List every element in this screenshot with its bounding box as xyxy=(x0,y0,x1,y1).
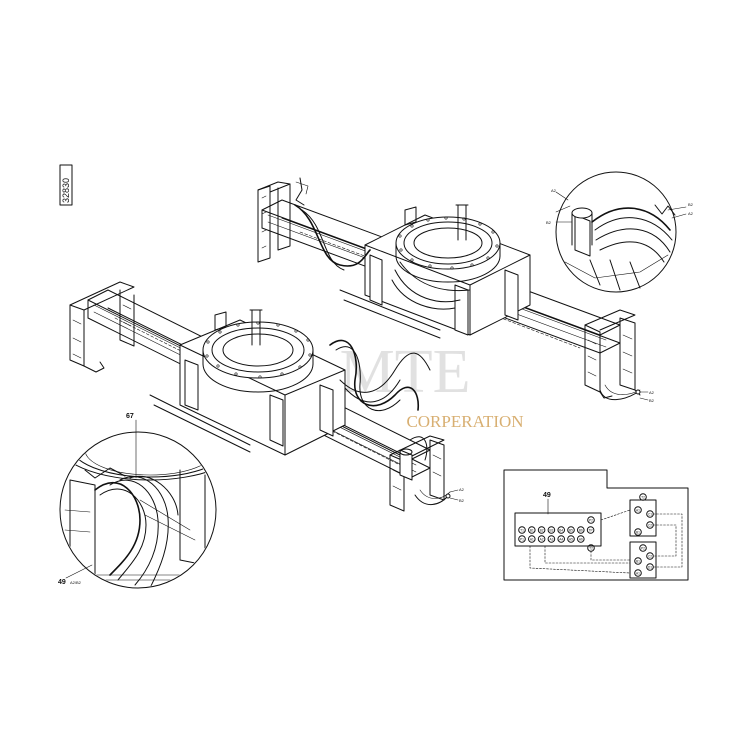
top-row-port-circle xyxy=(518,526,526,534)
top-row-port-circle xyxy=(537,526,546,534)
top-row-port-label: B3 xyxy=(549,528,553,532)
bottom-row-port-circle xyxy=(537,535,546,543)
valve-lower-b: B1 xyxy=(636,559,640,563)
valve-upper xyxy=(629,499,657,537)
top-row-port-circle xyxy=(528,526,536,534)
valve-upper-b: B1 xyxy=(636,530,640,534)
port-top-row: T1 B1 B2 B3 B4 B5 B6 TP xyxy=(518,526,595,534)
callout-49: 49 xyxy=(58,579,66,586)
valve-lower xyxy=(629,541,657,579)
bottom-row-port-label: A2 xyxy=(540,537,544,541)
bottom-row-port-circle xyxy=(577,535,585,543)
lower-beam-assembly: A2 B2 xyxy=(69,281,465,512)
bottom-row-port-circle xyxy=(528,535,536,543)
valve-lower-c2: D1 xyxy=(648,565,652,569)
valve-lower-c1: C2 xyxy=(648,554,652,558)
left-end-label-b: B2 xyxy=(459,498,465,503)
top-row-port-circle xyxy=(577,526,585,534)
valve-upper-a: A1 xyxy=(636,508,640,512)
right-end-label-b: B2 xyxy=(649,398,655,403)
bottom-row-port-circle xyxy=(567,535,575,543)
top-row-port-label: T1 xyxy=(520,528,524,532)
top-row-port-circle xyxy=(586,526,595,534)
top-row-port-label: B6 xyxy=(579,528,583,532)
detail-circle-bottom: 67 49 A2/B2 xyxy=(58,413,217,589)
callout-67: 67 xyxy=(126,413,134,420)
top-row-port-label: B1 xyxy=(530,528,534,532)
port-extra-top: P2 xyxy=(589,518,593,522)
bottom-row-port-label: A5 xyxy=(569,537,573,541)
top-row-port-circle xyxy=(547,526,556,534)
port-extra-bottom: T2 xyxy=(589,546,593,550)
top-row-port-label: TP xyxy=(589,528,593,532)
port-block xyxy=(514,512,602,547)
valve-upper-c2: C2 xyxy=(648,523,652,527)
bottom-row-port-label: A4 xyxy=(559,537,563,541)
bottom-row-port-label: A1 xyxy=(530,537,534,541)
upper-beam-assembly: A2 B2 xyxy=(257,177,655,403)
detail-circle-top: A2 B2 B2 A2 xyxy=(546,171,694,293)
valve-lower-top: P2 xyxy=(641,546,645,550)
valve-upper-top: T2 xyxy=(641,495,645,499)
top-detail-label-2: B2 xyxy=(546,220,552,225)
bottom-row-port-circle xyxy=(547,535,556,543)
drawing-number: 32830 xyxy=(61,178,71,203)
bottom-row-port-circle xyxy=(518,535,526,543)
bottom-row-port-label: P1 xyxy=(520,537,524,541)
valve-lower-a: A1 xyxy=(636,571,640,575)
watermark-sub: CORPERATION xyxy=(406,412,523,431)
bottom-row-port-label: A6 xyxy=(579,537,583,541)
valve-lower-ports: P2 B1 A1 C2 D1 xyxy=(634,544,654,577)
bottom-row-port-label: A3 xyxy=(549,537,553,541)
bottom-row-port-circle xyxy=(557,535,566,543)
drawing-number-box: 32830 xyxy=(59,164,73,206)
right-end-label-a: A2 xyxy=(649,390,655,395)
top-detail-label-1: A2 xyxy=(551,188,557,193)
schematic-lines xyxy=(529,509,683,574)
callout-49-box: 49 xyxy=(543,492,551,499)
top-row-port-label: B5 xyxy=(569,528,573,532)
top-row-port-circle xyxy=(567,526,575,534)
port-bottom-row: P1 A1 A2 A3 A4 A5 A6 xyxy=(518,535,585,543)
top-detail-label-4: A2 xyxy=(688,211,694,216)
watermark-main: MTE xyxy=(340,338,471,406)
top-detail-label-3: B2 xyxy=(688,202,694,207)
callout-49-detail: A2/B2 xyxy=(70,580,82,585)
valve-upper-c1: C1 xyxy=(648,512,652,516)
top-row-port-label: B4 xyxy=(559,528,563,532)
top-row-port-label: B2 xyxy=(540,528,544,532)
top-row-port-circle xyxy=(557,526,566,534)
watermark: MTE CORPERATION xyxy=(246,338,524,431)
left-end-label-a: A2 xyxy=(459,487,465,492)
